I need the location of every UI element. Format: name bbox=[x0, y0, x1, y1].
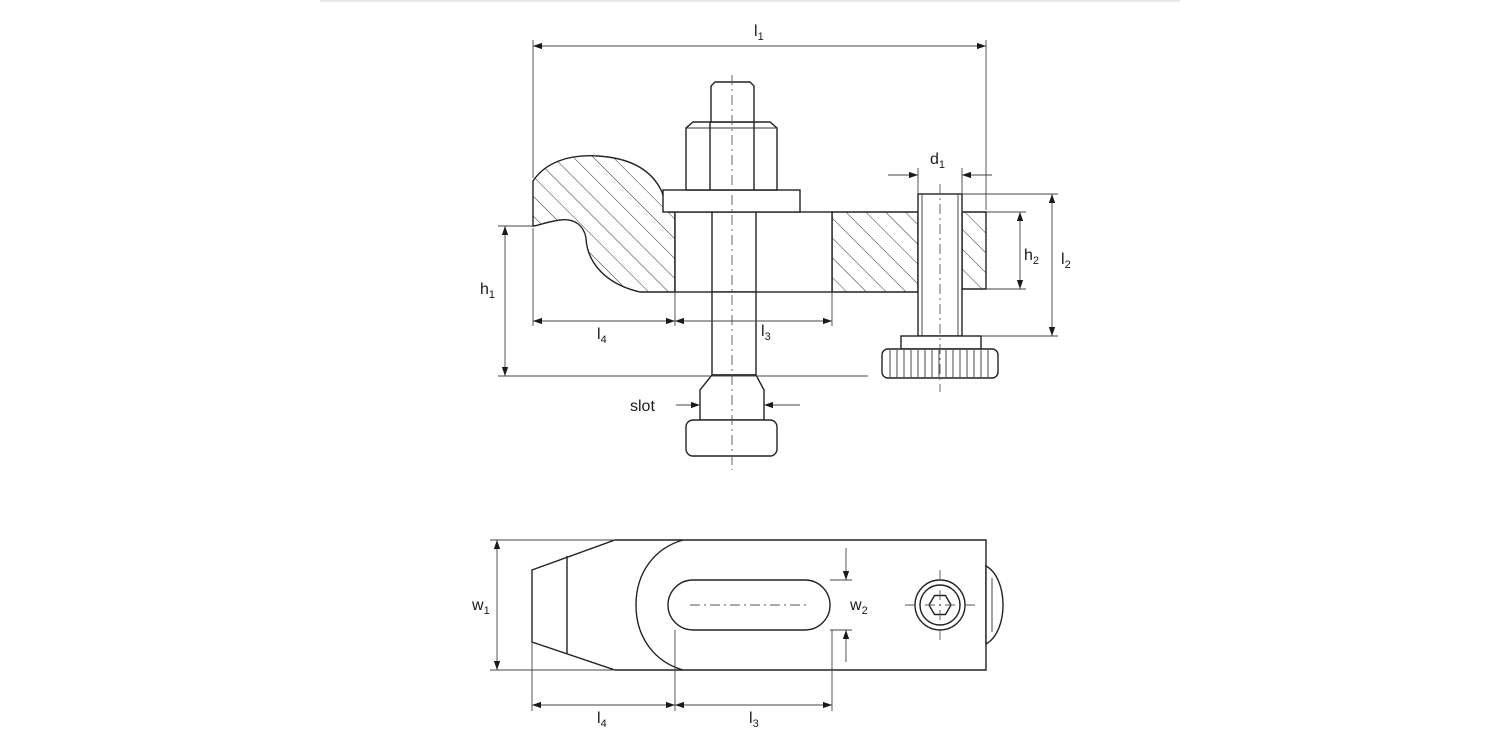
dim-h1-label: h1 bbox=[480, 281, 495, 301]
top-view-claw-arc bbox=[635, 539, 684, 671]
clamp-body-right-end-section bbox=[961, 211, 987, 290]
clamp-body-bore bbox=[674, 211, 833, 293]
dim-l1-label: l1 bbox=[754, 23, 764, 43]
dim-w1-label: w1 bbox=[471, 597, 490, 617]
dim-l2-label: l2 bbox=[1061, 251, 1071, 271]
dim-h2-label: h2 bbox=[1024, 247, 1039, 267]
dim-l3-bottom-label: l3 bbox=[749, 710, 759, 730]
knurl-lines bbox=[889, 350, 989, 377]
dim-l4-bottom-label: l4 bbox=[597, 710, 607, 730]
clamp-body-right-section bbox=[831, 211, 919, 293]
dim-l3-top-label: l3 bbox=[761, 323, 771, 343]
support-foot-collar bbox=[900, 335, 982, 350]
dim-w2-label: w2 bbox=[849, 597, 868, 617]
top-view-dimensions: w1 w2 l4 l3 bbox=[471, 539, 868, 730]
top-view-slot bbox=[667, 579, 831, 631]
dim-l4-top-label: l4 bbox=[597, 326, 607, 346]
stud-top bbox=[710, 81, 755, 123]
clamp-body-left-section bbox=[532, 155, 676, 293]
dim-d1-label: d1 bbox=[930, 151, 945, 171]
dim-slot-label: slot bbox=[630, 398, 655, 415]
washer bbox=[662, 189, 801, 213]
top-view-foot-edge bbox=[985, 564, 1004, 646]
top-view bbox=[531, 539, 1004, 671]
stud-shank bbox=[711, 291, 757, 376]
side-view bbox=[532, 75, 999, 470]
t-slot-nut-base bbox=[685, 419, 778, 457]
side-view-dimensions: l1 d1 h2 l2 h1 l4 l3 slot bbox=[480, 23, 1071, 415]
hex-nut bbox=[685, 121, 778, 191]
